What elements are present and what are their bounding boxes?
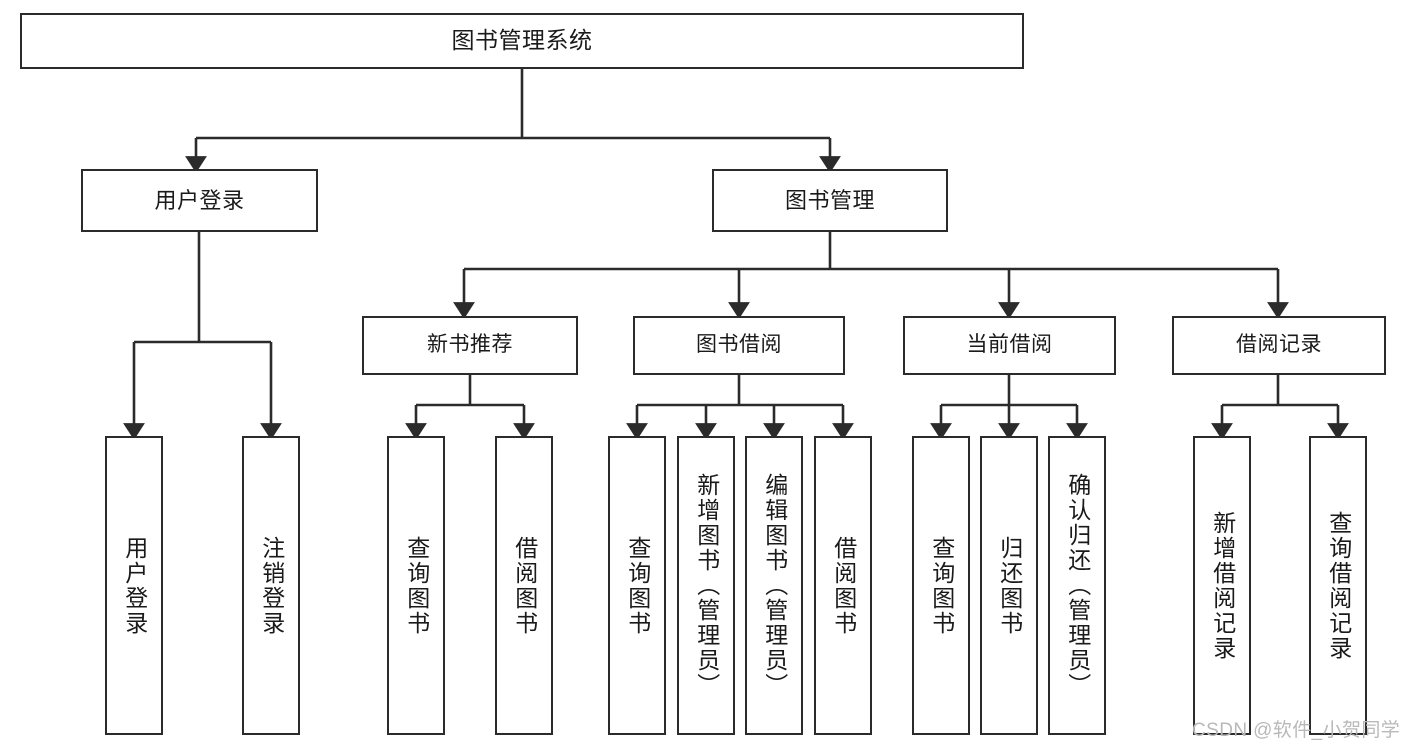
node-leaf-confirm-return-label: 确认归还（管理员） xyxy=(1064,473,1091,698)
node-current-borrow-label: 当前借阅 xyxy=(966,333,1053,357)
node-leaf-logout[interactable]: 注销登录 xyxy=(242,436,300,735)
node-leaf-confirm-return[interactable]: 确认归还（管理员） xyxy=(1048,436,1106,735)
node-borrow-record-label: 借阅记录 xyxy=(1236,333,1322,357)
node-leaf-user-login[interactable]: 用户登录 xyxy=(105,436,163,735)
node-leaf-query-record-label: 查询借阅记录 xyxy=(1325,510,1352,661)
node-user-login[interactable]: 用户登录 xyxy=(81,169,318,232)
node-current-borrow[interactable]: 当前借阅 xyxy=(903,316,1116,375)
node-leaf-borrow-book-2[interactable]: 借阅图书 xyxy=(814,436,872,735)
node-book-manage-label: 图书管理 xyxy=(784,187,875,213)
node-leaf-add-book[interactable]: 新增图书（管理员） xyxy=(677,436,735,735)
node-book-manage[interactable]: 图书管理 xyxy=(712,169,948,232)
node-leaf-add-record[interactable]: 新增借阅记录 xyxy=(1193,436,1251,735)
node-leaf-query-book-2-label: 查询图书 xyxy=(624,535,651,636)
node-leaf-logout-label: 注销登录 xyxy=(258,535,285,636)
node-new-book-recommend-label: 新书推荐 xyxy=(427,333,513,357)
node-leaf-borrow-book-1-label: 借阅图书 xyxy=(511,535,538,636)
node-borrow-record[interactable]: 借阅记录 xyxy=(1172,316,1386,375)
node-leaf-return-book[interactable]: 归还图书 xyxy=(980,436,1038,735)
node-leaf-query-book-2[interactable]: 查询图书 xyxy=(608,436,666,735)
node-leaf-user-login-label: 用户登录 xyxy=(121,535,148,636)
node-book-borrow-label: 图书借阅 xyxy=(696,333,782,357)
node-leaf-add-record-label: 新增借阅记录 xyxy=(1209,510,1236,661)
node-user-login-label: 用户登录 xyxy=(154,187,245,213)
node-leaf-add-book-label: 新增图书（管理员） xyxy=(693,473,720,698)
node-book-borrow[interactable]: 图书借阅 xyxy=(633,316,845,375)
node-root-label: 图书管理系统 xyxy=(451,27,593,54)
node-leaf-query-book-1[interactable]: 查询图书 xyxy=(387,436,445,735)
node-new-book-recommend[interactable]: 新书推荐 xyxy=(362,316,578,375)
node-leaf-edit-book-label: 编辑图书（管理员） xyxy=(761,473,788,698)
node-leaf-query-record[interactable]: 查询借阅记录 xyxy=(1309,436,1367,735)
node-leaf-query-book-3[interactable]: 查询图书 xyxy=(912,436,970,735)
node-leaf-borrow-book-1[interactable]: 借阅图书 xyxy=(495,436,553,735)
node-leaf-query-book-3-label: 查询图书 xyxy=(928,535,955,636)
node-leaf-borrow-book-2-label: 借阅图书 xyxy=(830,535,857,636)
node-leaf-query-book-1-label: 查询图书 xyxy=(403,535,430,636)
node-leaf-return-book-label: 归还图书 xyxy=(996,535,1023,636)
node-root[interactable]: 图书管理系统 xyxy=(20,13,1024,69)
node-leaf-edit-book[interactable]: 编辑图书（管理员） xyxy=(745,436,803,735)
